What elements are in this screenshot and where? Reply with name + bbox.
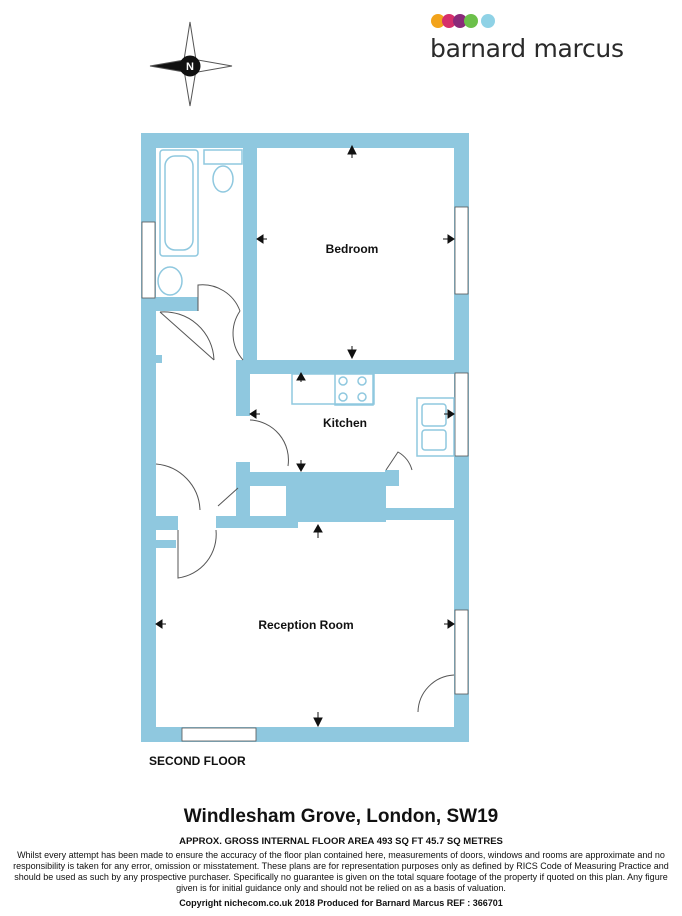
door-swing [249, 419, 289, 467]
sink-unit [416, 397, 455, 457]
brand-dot [481, 14, 495, 28]
door-swing [217, 487, 239, 507]
brand-dot [464, 14, 478, 28]
bathroom-fixtures [157, 149, 243, 296]
door-swing [177, 529, 217, 579]
drainer [421, 429, 447, 451]
sink [421, 403, 447, 427]
dimension-arrows [155, 144, 455, 728]
room-label-kitchen: Kitchen [323, 416, 367, 430]
brand-dots [431, 14, 495, 28]
basin [157, 266, 183, 296]
compass-letter: N [186, 61, 194, 73]
windows [141, 206, 469, 742]
hob-ring [338, 392, 348, 402]
door-swing [159, 311, 215, 361]
toilet-cistern [203, 149, 243, 165]
door-swing [159, 311, 215, 361]
room-label-reception: Reception Room [258, 618, 353, 632]
bathtub [159, 149, 199, 257]
toilet-bowl [212, 165, 234, 193]
brand-logo-text: barnard marcus [430, 34, 624, 63]
brand-dot [453, 14, 467, 28]
hob-ring [357, 392, 367, 402]
window [454, 372, 469, 457]
floor-area: APPROX. GROSS INTERNAL FLOOR AREA 493 SQ… [179, 836, 503, 847]
disclaimer: Whilst every attempt has been made to en… [13, 850, 669, 893]
brand-dot [442, 14, 456, 28]
hob-ring [338, 376, 348, 386]
window [181, 727, 257, 742]
door-swing [232, 310, 244, 361]
worktop [291, 373, 375, 405]
room-label-bedroom: Bedroom [326, 242, 379, 256]
copyright-footer: Copyright nichecom.co.uk 2018 Produced f… [179, 898, 503, 908]
kitchen-fixtures [291, 372, 455, 457]
door-swing [197, 284, 241, 312]
property-address: Windlesham Grove, London, SW19 [183, 806, 499, 827]
window [454, 609, 469, 695]
compass-icon: N [149, 21, 233, 107]
floor-label: SECOND FLOOR [149, 754, 246, 768]
hob [334, 372, 374, 406]
window [141, 221, 156, 299]
walls [141, 133, 469, 742]
door-swing [417, 674, 455, 713]
hob-ring [357, 376, 367, 386]
brand-dot [431, 14, 445, 28]
door-swing [155, 463, 201, 511]
door-swing [385, 451, 413, 471]
window [454, 206, 469, 295]
doors [155, 284, 455, 713]
